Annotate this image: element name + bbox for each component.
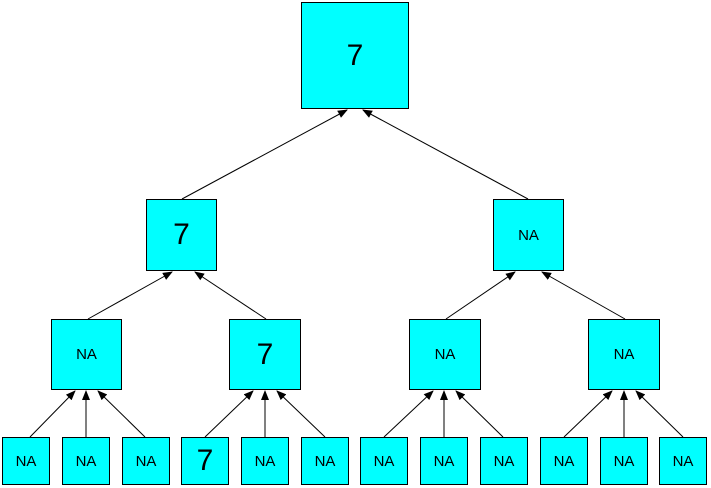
level2-node-3: NA [409, 319, 481, 390]
edge-leaf12-to-l2d [635, 390, 684, 438]
level2-node-4: NA [588, 319, 660, 390]
leaf-node-1: NA [2, 437, 50, 485]
edge-l1b-to-root [362, 109, 529, 200]
leaf-node-4: 7 [181, 437, 229, 485]
edge-leaf7-to-l2c [383, 390, 434, 438]
edge-l1a-to-root [181, 109, 348, 200]
leaf-node-2: NA [62, 437, 110, 485]
edge-leaf6-to-l2b [276, 390, 326, 438]
edge-l2b-to-l1a [194, 271, 267, 320]
level1-node-left: 7 [146, 199, 217, 271]
leaf-node-11: NA [600, 437, 648, 485]
edge-l2c-to-l1b [445, 271, 516, 320]
leaf-node-10: NA [540, 437, 588, 485]
level2-node-2: 7 [229, 319, 301, 390]
leaf-node-9: NA [480, 437, 528, 485]
root-node: 7 [301, 2, 409, 109]
leaf-node-3: NA [122, 437, 170, 485]
edge-leaf9-to-l2c [455, 390, 504, 438]
edge-l2a-to-l1a [87, 271, 173, 320]
edge-leaf1-to-l2a [29, 390, 76, 438]
leaf-node-7: NA [360, 437, 408, 485]
level1-node-right: NA [493, 199, 564, 271]
edge-leaf10-to-l2d [563, 390, 613, 438]
leaf-node-5: NA [241, 437, 289, 485]
leaf-node-8: NA [420, 437, 468, 485]
leaf-node-12: NA [659, 437, 707, 485]
edge-l2d-to-l1b [541, 271, 626, 320]
edge-leaf3-to-l2a [97, 390, 146, 438]
level2-node-1: NA [51, 319, 122, 390]
leaf-node-6: NA [301, 437, 349, 485]
edge-leaf4-to-l2b [204, 390, 254, 438]
